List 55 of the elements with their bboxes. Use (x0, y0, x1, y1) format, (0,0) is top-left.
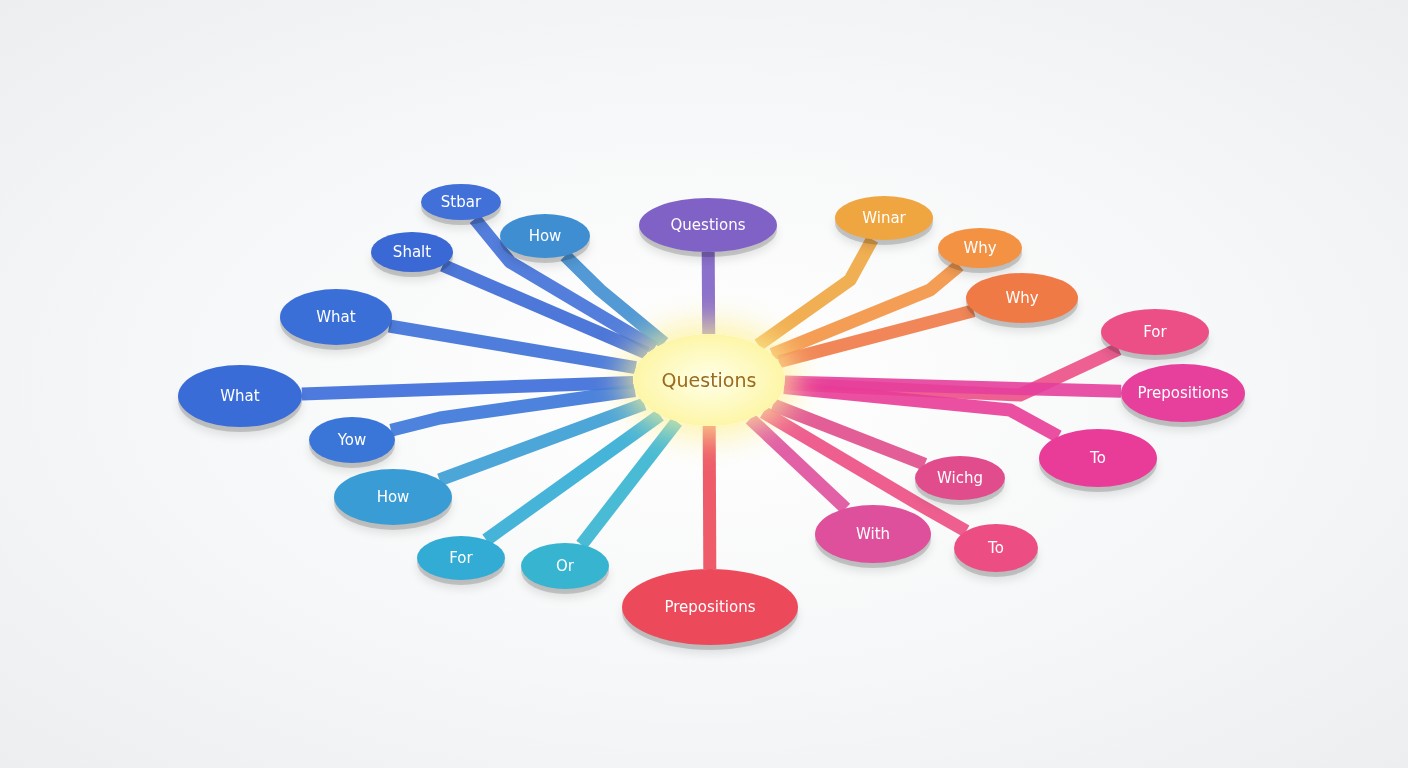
branch-connector (389, 384, 636, 437)
topic-label: To (1090, 449, 1106, 467)
topic-bubble (1101, 309, 1209, 355)
topic-label: What (316, 308, 356, 326)
topic-bubble (835, 196, 933, 240)
branch-connector (770, 398, 928, 471)
topic-bubble (371, 232, 453, 272)
topic-label: Prepositions (664, 598, 756, 616)
topic-label: Yow (337, 431, 367, 449)
topic-bubble (1039, 429, 1157, 487)
topic-label: Shalt (392, 243, 432, 261)
topic-bubble (421, 184, 501, 220)
branch-connector (769, 260, 964, 361)
topic-bubble (309, 417, 395, 463)
topic-label: What (220, 387, 260, 405)
branch-connector (301, 376, 634, 401)
topic-bubble (417, 536, 505, 580)
branch-connector (576, 417, 682, 549)
topic-bubble (500, 214, 590, 258)
topic-label: Why (1005, 289, 1039, 307)
topic-bubble (280, 289, 392, 345)
topic-label: To (988, 539, 1004, 557)
topic-label: Prepositions (1137, 384, 1229, 402)
topic-label: Questions (661, 369, 757, 391)
topic-bubble (954, 524, 1038, 572)
branch-connector (784, 375, 1122, 398)
branch-connector (437, 397, 647, 486)
topic-bubble (639, 198, 777, 252)
topic-bubble (815, 505, 931, 563)
topic-label: Questions (670, 216, 746, 234)
branch-connector (388, 319, 637, 374)
topic-label: Wichg (937, 469, 983, 487)
topic-label: Or (556, 557, 574, 575)
branch-connector (702, 425, 717, 570)
branch-connector (560, 251, 669, 348)
topic-label: How (528, 227, 562, 245)
branch-connector (783, 381, 1062, 443)
branch-connector (760, 406, 970, 537)
topic-bubble (966, 273, 1078, 323)
topic-label: How (376, 488, 410, 506)
topic-bubble (334, 469, 452, 525)
topic-label: Stbar (440, 193, 482, 211)
topic-label: Winar (862, 209, 906, 227)
topic-bubble (178, 365, 302, 427)
branch-connector (777, 304, 976, 368)
topic-bubble (915, 456, 1005, 500)
topic-bubble (1121, 364, 1245, 422)
topic-label: For (449, 549, 473, 567)
topic-label: With (855, 525, 891, 543)
topic-label: For (1143, 323, 1167, 341)
topic-bubble (938, 228, 1022, 268)
branch-connector (440, 259, 650, 360)
topic-label: Why (963, 239, 997, 257)
topic-bubble (521, 543, 609, 589)
branch-connector (701, 251, 716, 335)
